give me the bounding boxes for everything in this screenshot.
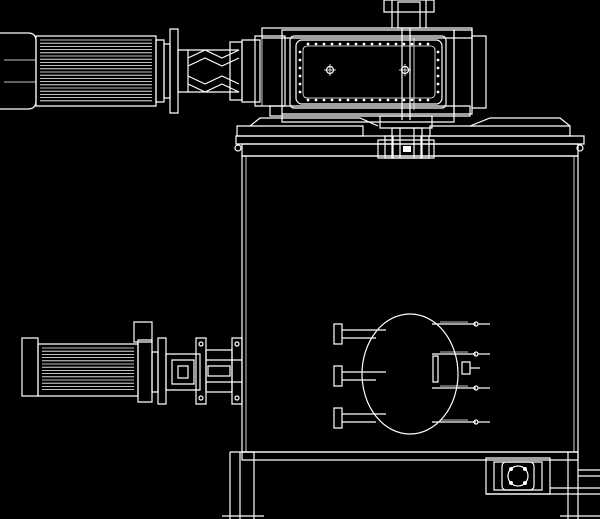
door-hinge	[334, 408, 342, 428]
bolt-dot	[306, 98, 310, 102]
bolt-dot	[436, 74, 440, 78]
bolt-dot	[386, 42, 390, 46]
bolt-dot	[418, 42, 422, 46]
inspection-door	[334, 314, 490, 434]
bolt-dot	[378, 42, 382, 46]
bolt-dot	[402, 42, 406, 46]
discharge-valve	[486, 458, 600, 494]
support-frame	[222, 452, 600, 519]
bolt-dot	[402, 98, 406, 102]
door-hinge	[334, 324, 342, 344]
bolt-dot	[436, 66, 440, 70]
bolt-dot	[378, 98, 382, 102]
bolt-dot	[314, 42, 318, 46]
bolt-dot	[330, 98, 334, 102]
bolt-dot	[370, 98, 374, 102]
bolt-dot	[394, 42, 398, 46]
bolt-dot	[386, 98, 390, 102]
mixing-vessel	[242, 156, 578, 452]
main-drive-motor	[0, 29, 178, 113]
bolt-dot	[436, 90, 440, 94]
bolt-dot	[346, 98, 350, 102]
bolt-dot	[338, 98, 342, 102]
bolt-dot	[426, 98, 430, 102]
bolt-dot	[410, 42, 414, 46]
bolt-dot	[322, 98, 326, 102]
bolt-dot	[362, 98, 366, 102]
bolt-dot	[436, 58, 440, 62]
bolt-dot	[298, 58, 302, 62]
bolt-dot	[306, 42, 310, 46]
bolt-dot	[436, 50, 440, 54]
bolt-dot	[370, 42, 374, 46]
bolt-dot	[338, 42, 342, 46]
bolt-dot	[298, 66, 302, 70]
bolt-dot	[298, 74, 302, 78]
bolt-dot	[354, 42, 358, 46]
bolt-dot	[418, 98, 422, 102]
bolt-dot	[346, 42, 350, 46]
bolt-dot	[436, 82, 440, 86]
side-drive-motor	[22, 322, 158, 402]
flexible-coupling	[178, 40, 260, 102]
bolt-dot	[354, 98, 358, 102]
bolt-dot	[330, 42, 334, 46]
bolt-dot	[410, 98, 414, 102]
gearbox	[255, 0, 486, 158]
bolt-dot	[314, 98, 318, 102]
bolt-dot	[426, 42, 430, 46]
side-shaft-coupling	[158, 338, 242, 404]
bolt-dot	[322, 42, 326, 46]
door-hinge	[334, 366, 342, 386]
bolt-dot	[362, 42, 366, 46]
bolt-dot	[298, 50, 302, 54]
bolt-dot	[298, 82, 302, 86]
bolt-dot	[298, 90, 302, 94]
bolt-dot	[394, 98, 398, 102]
